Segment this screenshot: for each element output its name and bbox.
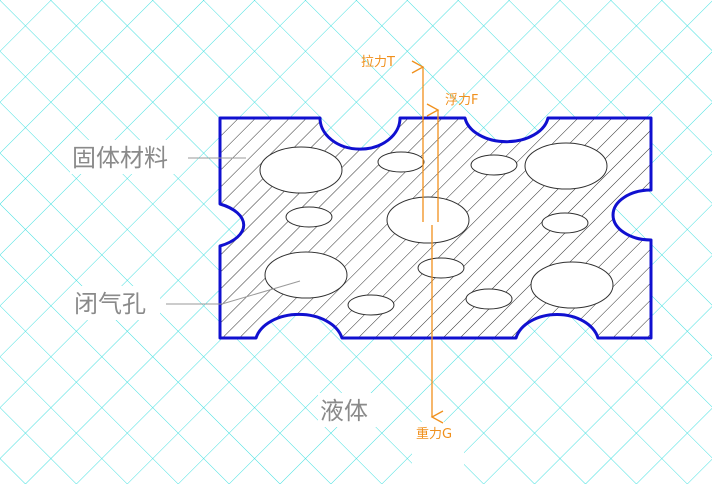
tension-label: 拉力T [361, 55, 395, 70]
buoyancy-label: 浮力F [445, 93, 478, 108]
closed-pore [541, 212, 589, 234]
closed-pore [417, 257, 465, 279]
label-backdrop-liquid [318, 393, 380, 427]
closed-pore [347, 294, 395, 316]
label-backdrop-pore [72, 286, 160, 320]
label-backdrop-gravity [412, 422, 464, 484]
closed-pore [470, 154, 518, 176]
closed-pore-leader [166, 280, 301, 305]
closed-pore [386, 196, 470, 244]
closed-pore [524, 142, 608, 190]
closed-pore [264, 251, 348, 299]
solid-material-label: 固体材料 [72, 144, 168, 172]
closed-pore [259, 146, 343, 194]
closed-pore [377, 151, 425, 173]
closed-pore [285, 206, 333, 228]
closed-pore [530, 261, 614, 309]
gravity-label: 重力G [416, 426, 452, 442]
label-backdrop-solid [70, 140, 182, 174]
closed-pore-label: 闭气孔 [74, 290, 146, 318]
closed-pore [465, 288, 513, 310]
liquid-label: 液体 [320, 397, 368, 425]
